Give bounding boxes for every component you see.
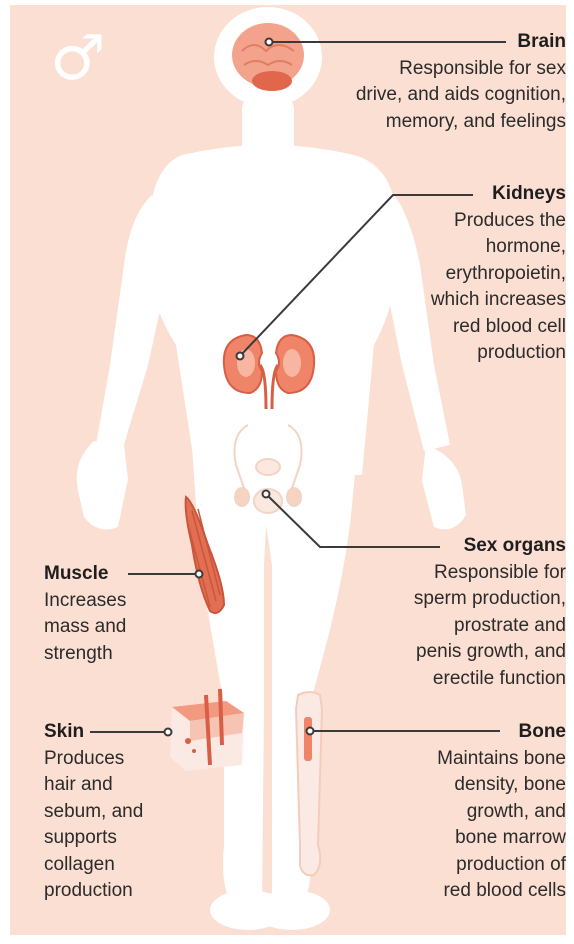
muscle-title: Muscle: [44, 561, 126, 588]
kidneys-title: Kidneys: [431, 181, 566, 208]
skin-label: Skin Produces hair and sebum, and suppor…: [44, 719, 143, 905]
muscle-label: Muscle Increases mass and strength: [44, 561, 126, 667]
infographic-panel: ♂ Brain Responsible for sex drive, and a…: [10, 5, 566, 935]
sex-organs-label: Sex organs Responsible for sperm product…: [414, 533, 566, 692]
muscle-description: Increases mass and strength: [44, 588, 126, 668]
kidneys-label: Kidneys Produces the hormone, erythropoi…: [431, 181, 566, 367]
brain-description: Responsible for sex drive, and aids cogn…: [356, 56, 566, 136]
bone-illustration: [296, 692, 322, 875]
sex-organs-description: Responsible for sperm production, prostr…: [414, 560, 566, 693]
skin-title: Skin: [44, 719, 143, 746]
brain-label: Brain Responsible for sex drive, and aid…: [356, 29, 566, 135]
bone-label: Bone Maintains bone density, bone growth…: [437, 719, 566, 905]
sex-organs-title: Sex organs: [414, 533, 566, 560]
bone-description: Maintains bone density, bone growth, and…: [437, 746, 566, 905]
brain-title: Brain: [356, 29, 566, 56]
bone-title: Bone: [437, 719, 566, 746]
male-symbol-icon: ♂: [50, 27, 106, 89]
kidneys-description: Produces the hormone, erythropoietin, wh…: [431, 208, 566, 367]
skin-description: Produces hair and sebum, and supports co…: [44, 746, 143, 905]
